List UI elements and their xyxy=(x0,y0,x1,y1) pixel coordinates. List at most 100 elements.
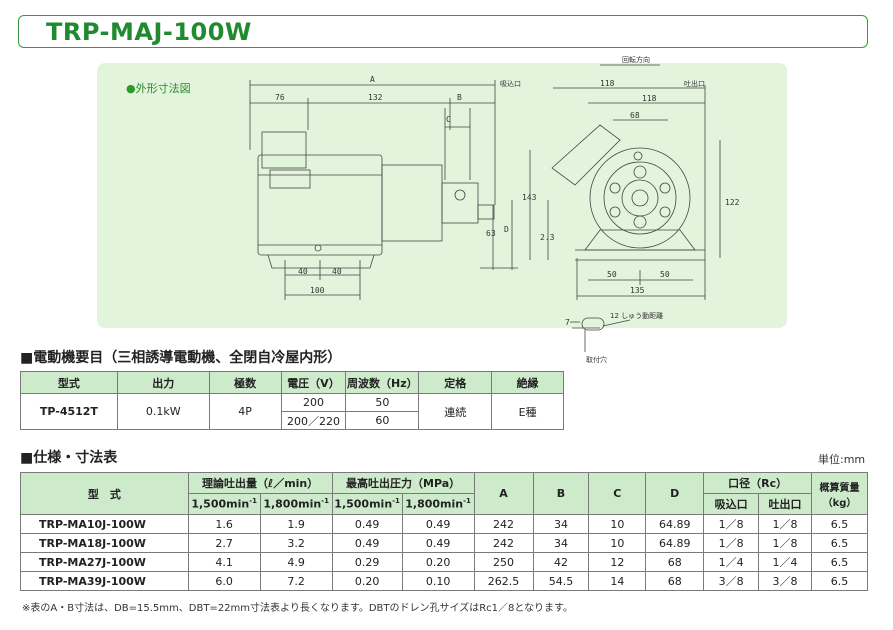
col-model: 型式 xyxy=(20,371,118,394)
col-flow-1500: 1,500min-1 xyxy=(187,493,261,515)
col-flow: 理論吐出量（ℓ／min） xyxy=(187,472,333,494)
row-A: 262.5 xyxy=(473,571,534,591)
dim-40b: 40 xyxy=(332,267,342,276)
row-discharge: 3／8 xyxy=(758,571,812,591)
drawing-label: ●外形寸法図 xyxy=(126,80,191,96)
row-suction: 1／4 xyxy=(703,552,760,572)
dim-100: 100 xyxy=(310,286,325,295)
col-poles: 極数 xyxy=(208,371,282,394)
dim-7: 7 xyxy=(565,318,570,327)
motor-model: TP-4512T xyxy=(20,393,118,430)
port-circle xyxy=(454,189,466,201)
table-row: TRP-MA18J-100W 2.7 3.2 0.49 0.49 242 34 … xyxy=(20,533,869,553)
table-row: 200／220 60 xyxy=(21,411,564,430)
dim-D: D xyxy=(504,225,509,234)
row-B: 34 xyxy=(532,514,590,534)
slot-label: 12 しゅう動距離 xyxy=(610,311,663,320)
table-row: TRP-MA27J-100W 4.1 4.9 0.29 0.20 250 42 … xyxy=(20,552,869,572)
row-f2: 4.9 xyxy=(259,552,333,572)
col-insulation: 絶縁 xyxy=(491,371,564,394)
motor-freq1: 50 xyxy=(345,393,420,412)
col-flow-1800: 1,800min-1 xyxy=(259,493,333,515)
title-box: TRP-MAJ-100W xyxy=(18,15,868,48)
dim-135: 135 xyxy=(630,286,645,295)
row-discharge: 1／8 xyxy=(758,514,812,534)
row-D: 68 xyxy=(645,571,705,591)
col-model: 型 式 xyxy=(20,472,189,515)
row-D: 64.89 xyxy=(645,514,705,534)
row-p2: 0.49 xyxy=(401,514,475,534)
row-model: TRP-MA27J-100W xyxy=(20,552,189,572)
row-D: 68 xyxy=(645,552,705,572)
row-discharge: 1／8 xyxy=(758,533,812,553)
table-row: TRP-MA10J-100W 1.6 1.9 0.49 0.49 242 34 … xyxy=(20,514,869,534)
unit-note: 単位:mm xyxy=(818,453,866,466)
terminal-box xyxy=(261,131,307,169)
spec-header-row-2: 1,500min-1 1,800min-1 1,500min-1 1,800mi… xyxy=(21,493,868,515)
col-D: D xyxy=(645,472,705,515)
row-p2: 0.20 xyxy=(401,552,475,572)
motor-rating: 連続 xyxy=(418,393,493,430)
row-weight: 6.5 xyxy=(810,552,869,572)
dim-68: 68 xyxy=(630,111,640,120)
mount-hole-label: 取付穴 xyxy=(586,355,607,364)
row-p2: 0.49 xyxy=(401,533,475,553)
motor-volt1: 200 xyxy=(280,393,347,412)
terminal-cover xyxy=(269,169,311,189)
row-p1: 0.49 xyxy=(331,514,403,534)
dim-122: 122 xyxy=(725,198,740,207)
row-weight: 6.5 xyxy=(810,514,869,534)
motor-poles: 4P xyxy=(208,393,282,430)
page-title: TRP-MAJ-100W xyxy=(46,18,252,46)
pump-flange xyxy=(589,147,691,249)
bullet-dot-icon: ● xyxy=(126,82,136,95)
side-view xyxy=(249,80,518,300)
motor-base xyxy=(267,254,375,269)
col-suction: 吸込口 xyxy=(703,493,760,515)
motor-freq2: 60 xyxy=(345,411,420,430)
row-suction: 3／8 xyxy=(703,571,760,591)
col-C: C xyxy=(588,472,647,515)
row-model: TRP-MA18J-100W xyxy=(20,533,189,553)
row-B: 54.5 xyxy=(532,571,590,591)
row-p1: 0.29 xyxy=(331,552,403,572)
row-A: 242 xyxy=(473,514,534,534)
outline-drawing: A 76 132 B C 40 40 100 63 D 回転方向 吸込口 吐出口… xyxy=(249,55,740,364)
row-B: 34 xyxy=(532,533,590,553)
row-suction: 1／8 xyxy=(703,514,760,534)
rotation-label: 回転方向 xyxy=(622,55,650,64)
col-frequency: 周波数（Hz） xyxy=(345,371,420,394)
motor-table: 型式 出力 極数 電圧（V） 周波数（Hz） 定格 絶縁 TP-4512T 0.… xyxy=(20,371,564,430)
row-p1: 0.20 xyxy=(331,571,403,591)
row-A: 242 xyxy=(473,533,534,553)
table-row: TRP-MA39J-100W 6.0 7.2 0.20 0.10 262.5 5… xyxy=(20,571,869,591)
shaft-end xyxy=(477,204,495,220)
row-model: TRP-MA10J-100W xyxy=(20,514,189,534)
col-pressure-1800: 1,800min-1 xyxy=(401,493,475,515)
footnote: ※表のA・B寸法は、DB=15.5mm、DBT=22mm寸法表より長くなります。… xyxy=(22,603,574,614)
dim-C: C xyxy=(446,115,451,124)
dim-63: 63 xyxy=(486,229,496,238)
row-weight: 6.5 xyxy=(810,533,869,553)
dim-23: 2.3 xyxy=(540,233,555,242)
row-p2: 0.10 xyxy=(401,571,475,591)
row-C: 12 xyxy=(588,552,647,572)
port-fitting xyxy=(551,124,621,186)
drawing-label-text: 外形寸法図 xyxy=(135,82,191,95)
motor-volt2: 200／220 xyxy=(280,411,347,430)
dim-118a: 118 xyxy=(600,79,615,88)
col-discharge: 吐出口 xyxy=(758,493,812,515)
spec-section-title: ■仕様・寸法表 xyxy=(20,450,118,466)
col-pressure-1500: 1,500min-1 xyxy=(331,493,403,515)
dim-50b: 50 xyxy=(660,270,670,279)
row-f2: 3.2 xyxy=(259,533,333,553)
row-p1: 0.49 xyxy=(331,533,403,553)
row-C: 10 xyxy=(588,514,647,534)
dim-50a: 50 xyxy=(607,270,617,279)
table-row: TP-4512T 0.1kW 4P 200 50 連続 E種 xyxy=(20,393,564,430)
suction-label: 吸込口 xyxy=(500,79,521,88)
motor-output: 0.1kW xyxy=(116,393,210,430)
dim-132: 132 xyxy=(368,93,383,102)
row-B: 42 xyxy=(532,552,590,572)
pump-housing xyxy=(381,164,443,242)
